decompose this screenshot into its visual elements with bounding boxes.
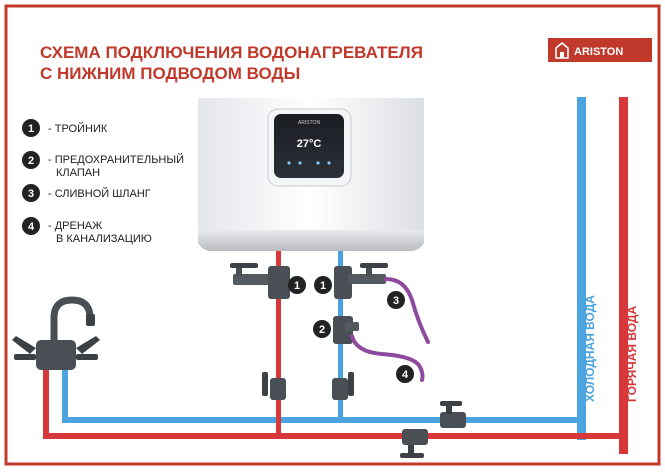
- tee-left-handle: [230, 263, 258, 268]
- legend-number-4: 4: [28, 221, 35, 233]
- legend-text-4b: В КАНАЛИЗАЦИЮ: [56, 233, 152, 245]
- legend-number-2: 2: [28, 155, 34, 167]
- title-line-1: СХЕМА ПОДКЛЮЧЕНИЯ ВОДОНАГРЕВАТЕЛЯ: [40, 43, 423, 62]
- legend: 1 - ТРОЙНИК 2 - ПРЕДОХРАНИТЕЛЬНЫЙ КЛАПАН…: [22, 119, 184, 245]
- cold-water-label: ХОЛОДНАЯ ВОДА: [583, 295, 597, 402]
- hot-water-main: [43, 433, 628, 439]
- tee-right-fitting: [334, 266, 352, 299]
- drain-hose: [384, 277, 430, 344]
- legend-badge-2: [22, 151, 40, 169]
- sewer-drain-hose: [350, 334, 425, 382]
- legend-item-2: 2 - ПРЕДОХРАНИТЕЛЬНЫЙ КЛАПАН: [22, 151, 184, 179]
- cold-water-main: [62, 417, 586, 423]
- faucet-cold-pipe: [62, 368, 68, 423]
- hot-water-label: ГОРЯЧАЯ ВОДА: [625, 306, 639, 402]
- hot-main-valve: [400, 429, 428, 458]
- callout-valve: 2: [319, 324, 325, 336]
- panel-brand: ARISTON: [298, 120, 321, 126]
- legend-text-3: - СЛИВНОЙ ШЛАНГ: [48, 187, 151, 200]
- cold-water-riser: [577, 97, 586, 440]
- cold-branch-shutoff-valve: [332, 372, 354, 400]
- legend-item-3: 3 - СЛИВНОЙ ШЛАНГ: [22, 184, 151, 202]
- title-line-2: С НИЖНИМ ПОДВОДОМ ВОДЫ: [40, 64, 300, 83]
- callout-drain-hose: 3: [393, 295, 399, 307]
- legend-item-1: 1 - ТРОЙНИК: [22, 119, 108, 137]
- tee-left: [230, 263, 290, 299]
- callout-badge-valve: [313, 320, 331, 338]
- tee-right: [334, 263, 388, 299]
- legend-number-3: 3: [28, 188, 34, 200]
- legend-number-1: 1: [28, 123, 34, 135]
- faucet-mixer-icon: [12, 296, 100, 370]
- callout-badge-tee-left: [288, 276, 306, 294]
- callout-tee-left: 1: [294, 280, 300, 292]
- tee-right-outlet: [348, 274, 386, 284]
- display-dot-icon: [298, 161, 302, 165]
- legend-item-4: 4 - ДРЕНАЖ В КАНАЛИЗАЦИЮ: [22, 217, 152, 245]
- water-heater: ARISTON 27°C: [198, 98, 424, 251]
- safety-valve-outlet: [345, 322, 359, 331]
- outer-frame: [4, 4, 661, 466]
- temperature-readout: 27°C: [297, 138, 322, 150]
- cold-main-valve: [440, 401, 466, 428]
- callout-badge-tee-right: [314, 276, 332, 294]
- legend-text-1: - ТРОЙНИК: [48, 122, 108, 135]
- callout-badge-drain-hose: [387, 291, 405, 309]
- tee-right-handle: [360, 263, 388, 268]
- callout-drain: 4: [402, 369, 409, 381]
- display-dot-icon: [287, 161, 291, 165]
- legend-badge-4: [22, 217, 40, 235]
- callout-badge-drain: [396, 365, 414, 383]
- display-dot-icon: [327, 161, 331, 165]
- display-dot-icon: [316, 161, 320, 165]
- display-screen: [274, 114, 344, 178]
- legend-badge-1: [22, 119, 40, 137]
- faucet-hot-pipe: [43, 368, 49, 439]
- ariston-logo: ARISTON: [548, 38, 652, 62]
- legend-badge-3: [22, 184, 40, 202]
- hot-branch-shutoff-valve: [262, 372, 286, 400]
- legend-text-2b: КЛАПАН: [56, 167, 100, 179]
- tee-left-fitting: [268, 266, 290, 299]
- legend-text-2a: - ПРЕДОХРАНИТЕЛЬНЫЙ: [48, 153, 184, 166]
- safety-valve: [333, 316, 359, 344]
- callout-tee-right: 1: [320, 280, 326, 292]
- house-icon: [555, 41, 569, 59]
- heater-base: [198, 230, 424, 251]
- legend-text-4a: - ДРЕНАЖ: [48, 220, 102, 232]
- hot-branch-pipe: [276, 250, 281, 437]
- hot-water-riser: [619, 97, 628, 454]
- brand-name: ARISTON: [574, 46, 623, 58]
